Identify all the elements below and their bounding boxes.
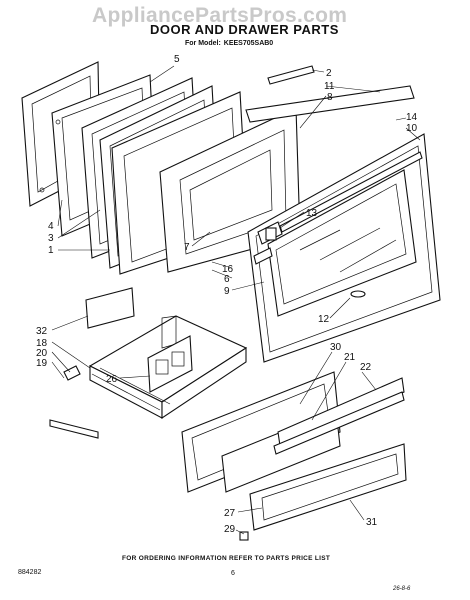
callout-4: 4 (48, 221, 54, 232)
callout-18: 18 (36, 338, 48, 349)
door-hinges (253, 221, 283, 265)
outer-door-panel (247, 133, 441, 363)
callout-19: 19 (36, 358, 48, 369)
callout-20: 20 (36, 348, 48, 359)
callout-13: 13 (306, 208, 318, 219)
page-number: 6 (231, 570, 235, 577)
model-number: KEES705SAB0 (223, 40, 274, 47)
callout-31: 31 (366, 517, 378, 528)
callout-22: 22 (360, 362, 372, 373)
callout-6: 6 (224, 274, 230, 285)
ordering-note: FOR ORDERING INFORMATION REFER TO PARTS … (122, 555, 331, 562)
callout-21: 21 (344, 352, 356, 363)
callout-32: 32 (36, 326, 48, 337)
callout-labels: 5 2 11 8 14 10 4 3 1 7 13 16 6 9 12 32 1… (36, 54, 418, 535)
drawer-assembly (49, 287, 248, 439)
callout-30: 30 (330, 342, 342, 353)
callout-7: 7 (184, 242, 190, 253)
callout-12: 12 (318, 314, 330, 325)
callout-26: 26 (106, 374, 118, 385)
door-handle-trim (245, 65, 415, 123)
page-title: DOOR AND DRAWER PARTS (150, 22, 339, 37)
watermark-logo: AppliancePartsPros.com (92, 4, 348, 27)
callout-11: 11 (324, 81, 335, 92)
model-label: For Model: (185, 40, 221, 47)
callout-9: 9 (224, 286, 230, 297)
callout-1: 1 (48, 245, 54, 256)
callout-27: 27 (224, 508, 236, 519)
callout-29: 29 (224, 524, 236, 535)
callout-10: 10 (406, 123, 418, 134)
date-mark: 26-8-6 (393, 586, 411, 592)
model-line: For Model:KEES705SAB0 (182, 40, 273, 47)
callout-16: 16 (222, 264, 234, 275)
callout-8: 8 (327, 92, 333, 103)
callout-2: 2 (326, 68, 332, 79)
leader-lines (51, 65, 421, 535)
drawer-front-panels (181, 371, 407, 541)
callout-14: 14 (406, 112, 418, 123)
part-code: 884282 (18, 569, 42, 576)
callout-5: 5 (174, 54, 180, 65)
callout-3: 3 (48, 233, 54, 244)
